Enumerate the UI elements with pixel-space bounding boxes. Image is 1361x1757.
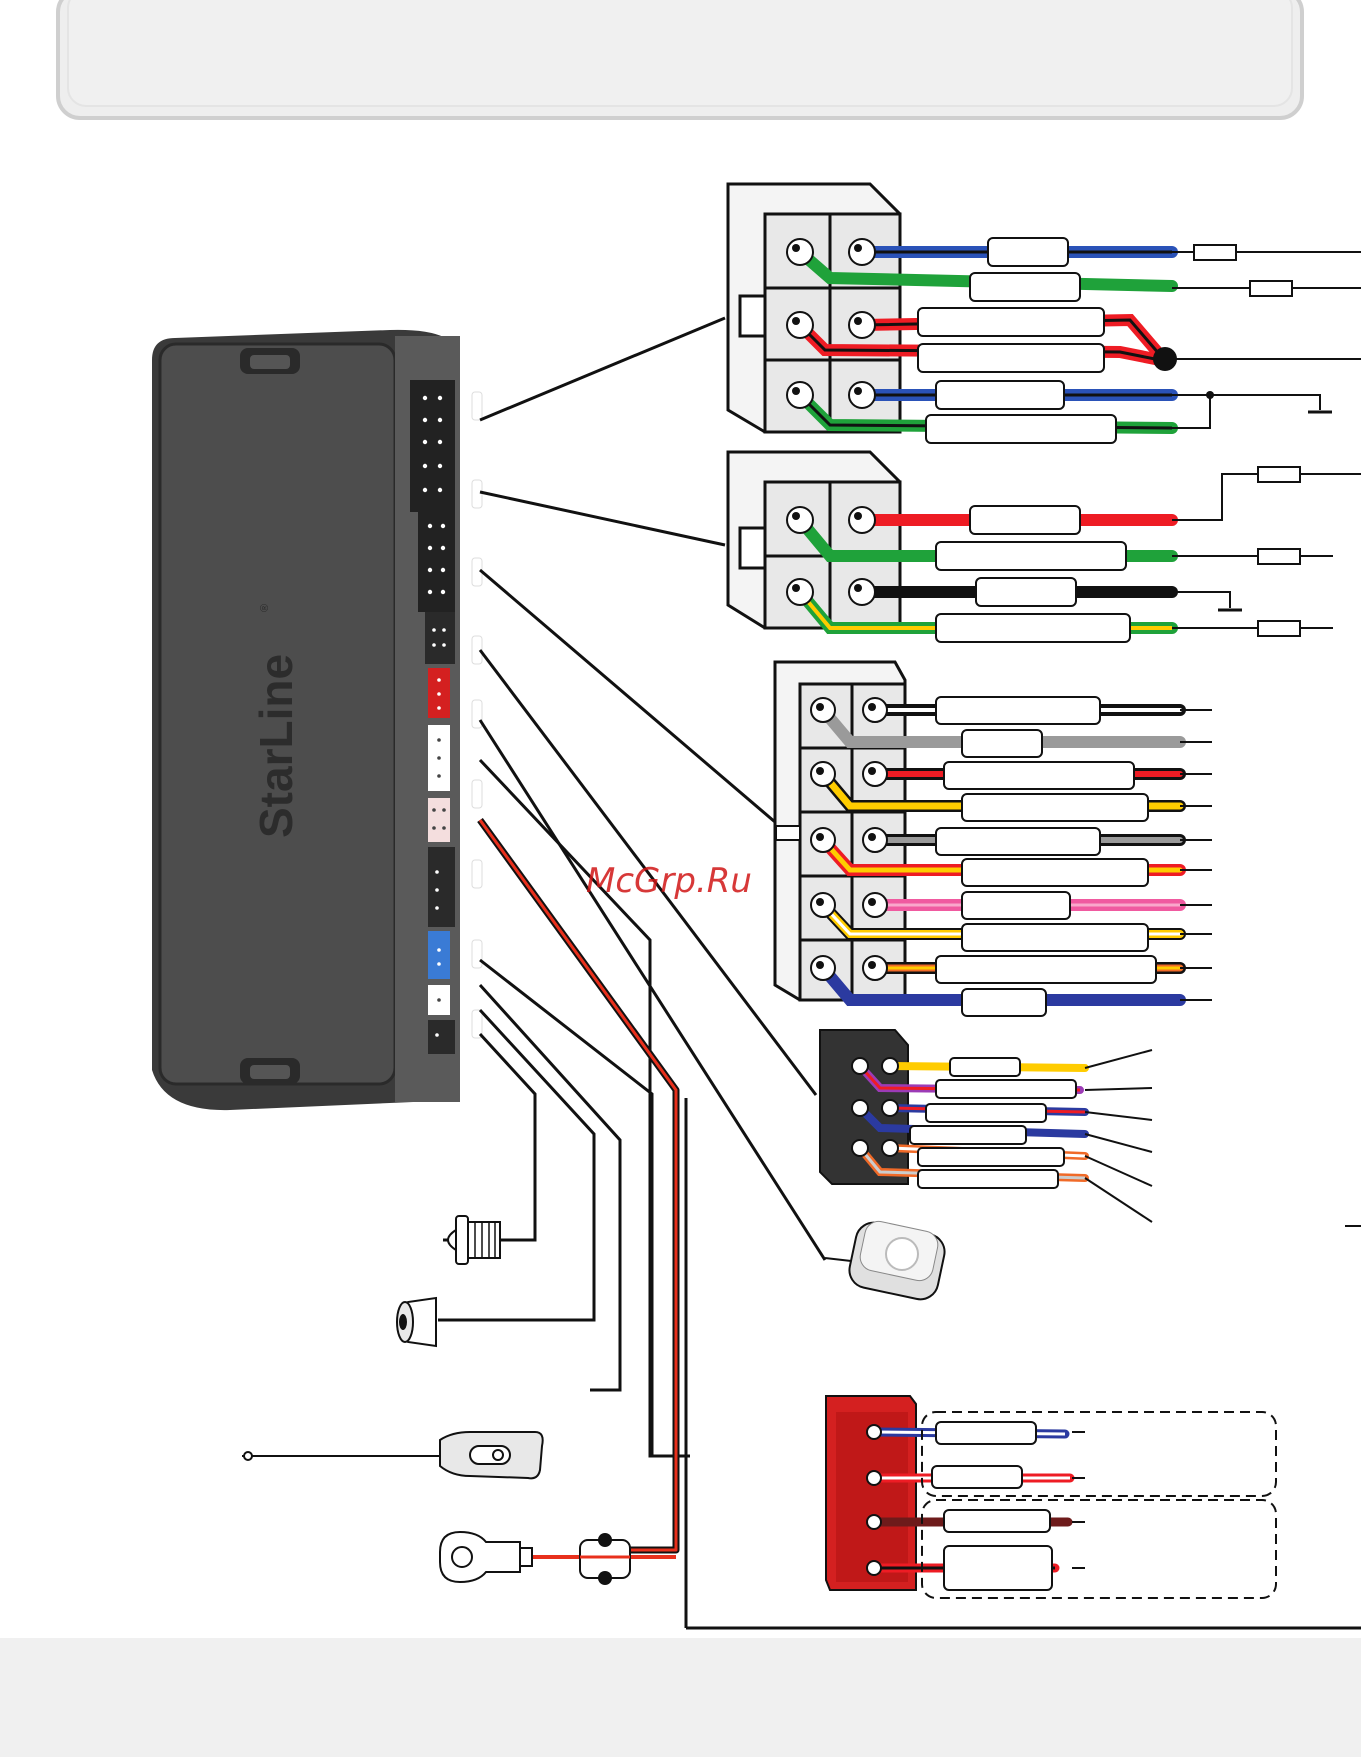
pink-socket [428,798,450,842]
header-panel [56,0,1304,120]
brand-registered-mark: ® [259,604,271,612]
unit-socket-strip [410,380,455,1054]
alarm-main-unit: StarLine ® [152,329,483,1111]
relay-connector [825,1395,1277,1599]
service-button [396,1296,594,1348]
relay-group-b [921,1499,1277,1599]
power-connector-1 [726,182,1361,444]
antenna-module [242,1431,544,1480]
footer-band [0,1638,1361,1757]
blue-socket [428,931,450,979]
brand-logo: StarLine [250,654,302,838]
relay-group-a [921,1411,1277,1497]
can-connector [819,1029,1361,1227]
main-connector [773,660,1212,1017]
gps-antenna [824,1220,946,1301]
power-lead [477,817,680,1554]
watermark-text: McGrp.Ru [586,861,752,901]
power-connector-2 [726,450,1361,643]
led-indicator [447,1215,535,1265]
ground-lug-with-fuse [439,1530,676,1585]
